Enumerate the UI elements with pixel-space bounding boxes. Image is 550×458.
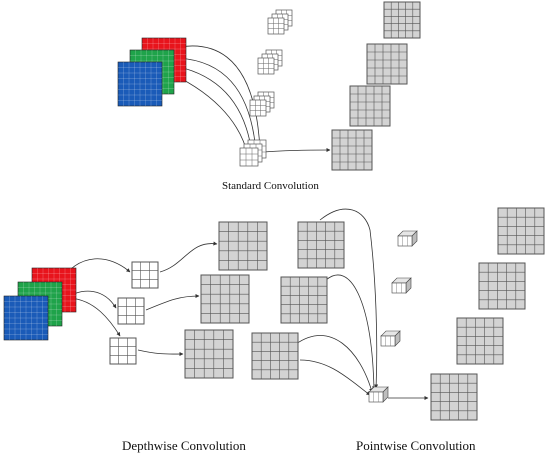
pointwise-output-map-1 bbox=[497, 207, 545, 255]
standard-arrow-to-map bbox=[263, 148, 331, 153]
pointwise-arrow-3 bbox=[295, 335, 373, 393]
standard-output-map-3 bbox=[349, 85, 391, 127]
pointwise-convolution-caption: Pointwise Convolution bbox=[356, 438, 476, 453]
pointwise-output-map-3 bbox=[456, 317, 504, 365]
standard-kernel-active bbox=[239, 139, 267, 167]
depthwise-kernel-red bbox=[131, 261, 159, 289]
pointwise-input-map-3 bbox=[251, 332, 299, 380]
depthwise-arrow-out-red bbox=[159, 241, 218, 273]
pointwise-arrow-2 bbox=[325, 274, 376, 391]
depthwise-convolution-caption: Depthwise Convolution bbox=[122, 438, 246, 453]
standard-output-map-2 bbox=[366, 43, 408, 85]
standard-convolution-caption: Standard Convolution bbox=[222, 180, 319, 192]
depthwise-input-image bbox=[3, 267, 77, 341]
standard-kernel-2 bbox=[257, 49, 283, 75]
pointwise-input-map-1 bbox=[297, 221, 345, 269]
pointwise-kernel-1 bbox=[397, 230, 418, 247]
depthwise-arrow-blue bbox=[69, 297, 121, 337]
blue-channel bbox=[3, 295, 49, 341]
blue-channel bbox=[117, 61, 163, 107]
pointwise-input-map-2 bbox=[280, 276, 328, 324]
depthwise-arrow-out-green bbox=[145, 294, 200, 311]
depthwise-output-map-blue bbox=[184, 329, 234, 379]
standard-kernel-3 bbox=[249, 91, 275, 117]
pointwise-output-map-4 bbox=[430, 373, 478, 421]
pointwise-arrow-1 bbox=[319, 208, 379, 389]
standard-output-map-4 bbox=[331, 129, 373, 171]
pointwise-kernel-active bbox=[368, 386, 389, 403]
pointwise-kernel-2 bbox=[391, 277, 412, 294]
pointwise-arrow-4 bbox=[299, 359, 371, 396]
depthwise-arrow-out-blue bbox=[137, 349, 184, 357]
depthwise-output-map-red bbox=[218, 221, 268, 271]
standard-kernel-1 bbox=[267, 9, 293, 35]
depthwise-kernel-blue bbox=[109, 337, 137, 365]
depthwise-output-map-green bbox=[200, 274, 250, 324]
standard-output-map-1 bbox=[383, 1, 421, 39]
standard-arrow-4 bbox=[162, 69, 250, 157]
depthwise-kernel-green bbox=[117, 297, 145, 325]
pointwise-output-map-2 bbox=[478, 262, 526, 310]
standard-input-image bbox=[117, 37, 187, 107]
pointwise-kernel-3 bbox=[380, 330, 401, 347]
